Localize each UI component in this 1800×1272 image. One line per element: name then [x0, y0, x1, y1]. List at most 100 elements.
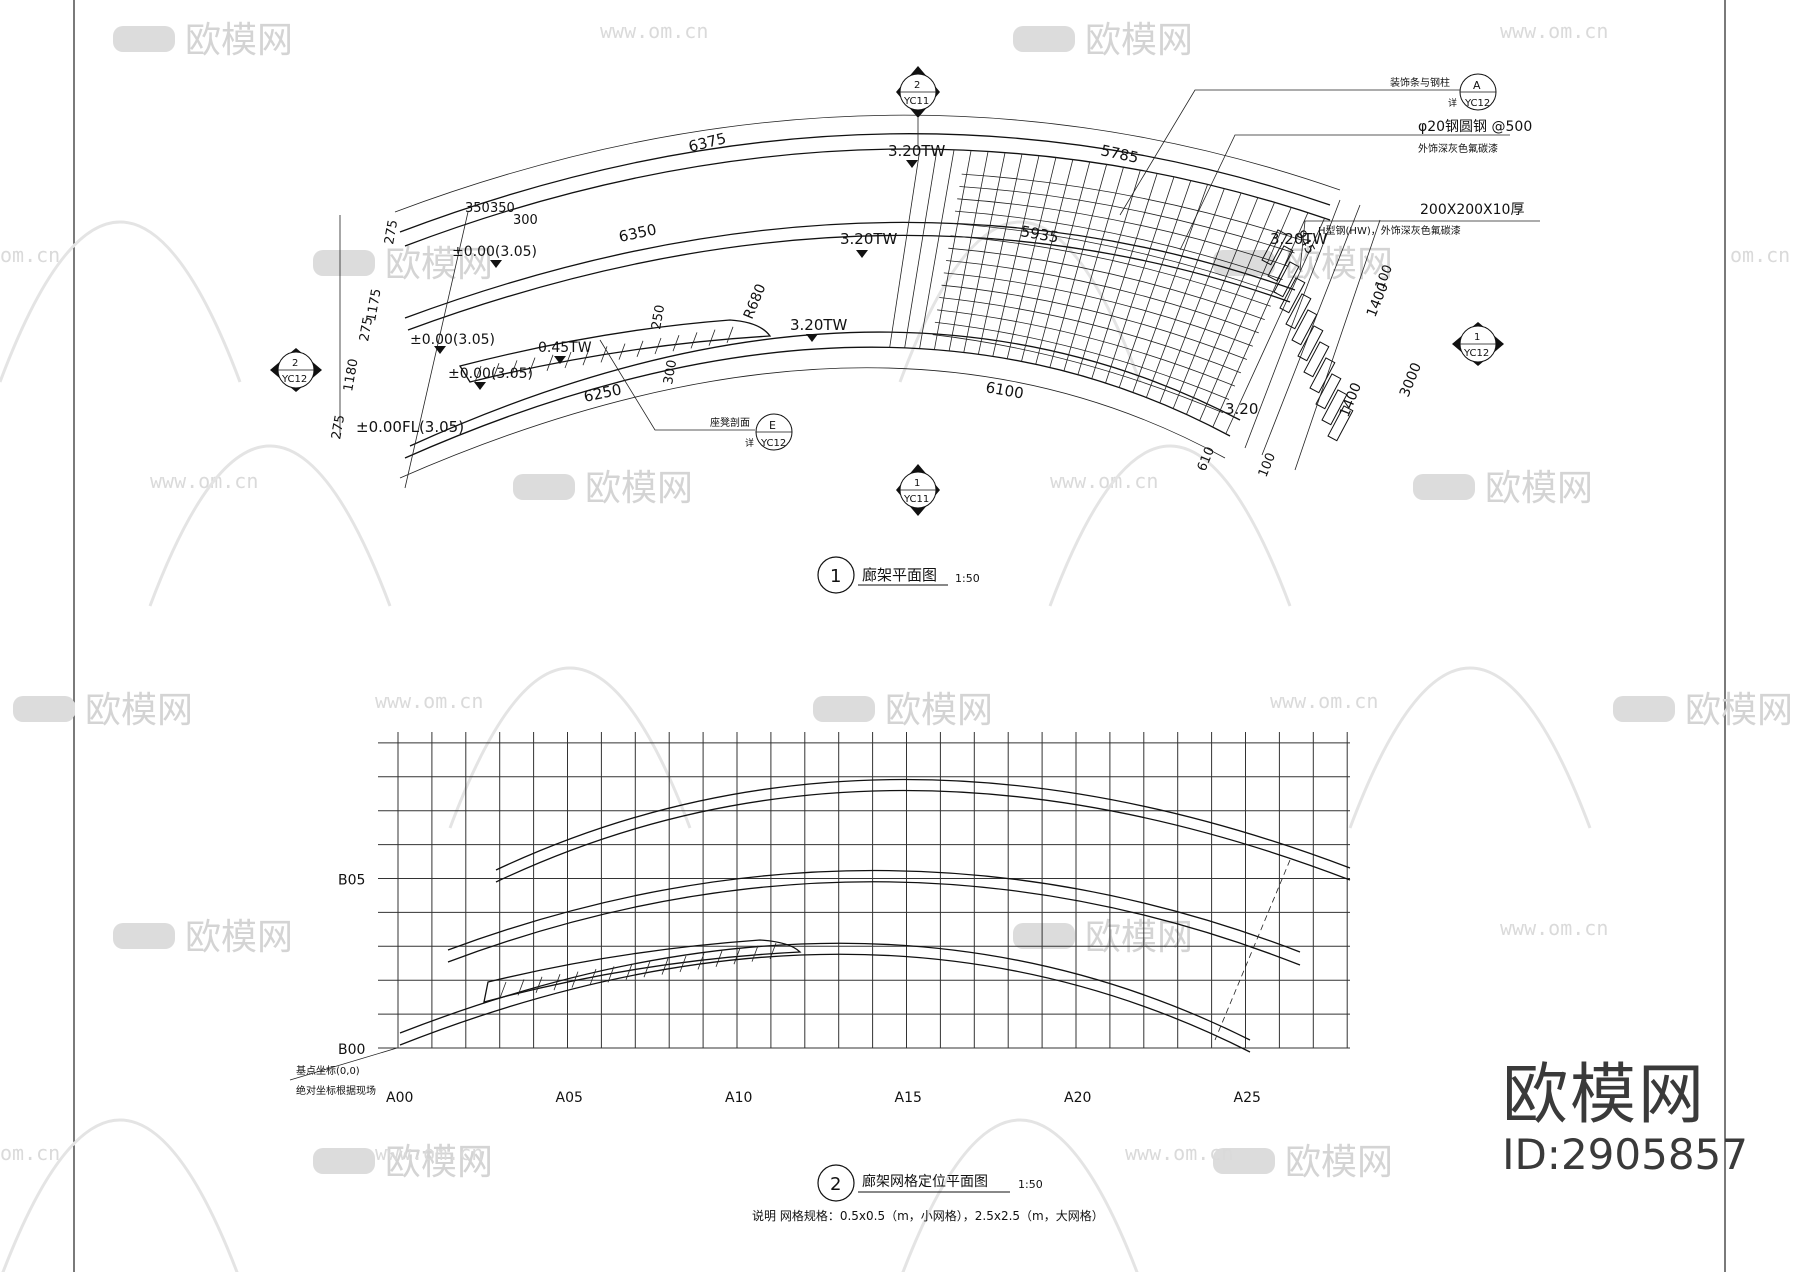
plan1-dim-arc-bottom: [399, 367, 1226, 479]
section-mark-top-sheet: YC11: [903, 96, 929, 107]
elev-tw-3: 3.20TW: [790, 316, 848, 334]
plan1-outer-beam-b: [404, 148, 1331, 247]
elev-tw-1: 3.20TW: [888, 142, 946, 160]
plan1-end-post: [1273, 261, 1300, 298]
plan2-x-label: A05: [556, 1090, 583, 1106]
plan1-slat: [1049, 164, 1108, 368]
plan1-mid-beam-b: [407, 234, 1291, 331]
plan1-purlin: [946, 260, 1259, 334]
dim-bottom-2: 6100: [984, 378, 1025, 402]
dim-top-small-3: 300: [513, 213, 538, 228]
bench-hatch-line: [492, 363, 500, 380]
plan1-purlin: [948, 247, 1265, 320]
bench-hatch-line: [769, 942, 777, 960]
plan1-slat: [904, 149, 938, 348]
plan1-end-post: [1297, 325, 1324, 362]
bench-hatch-line: [690, 332, 698, 349]
watermark-url-text: www.om.cn: [375, 689, 483, 713]
plan2-x-label: A10: [725, 1090, 752, 1106]
bench-hatch-line: [589, 968, 597, 986]
watermark-sofa-icon: [1613, 696, 1675, 722]
plan1-slat: [1186, 202, 1275, 415]
plan2-end-dash: [1214, 859, 1291, 1041]
plan2-title-num: 2: [830, 1174, 841, 1195]
plan1-slat: [1077, 170, 1141, 375]
plan1-purlin: [957, 198, 1289, 267]
bench-hatch-line: [582, 349, 590, 366]
plan1-purlin: [934, 321, 1230, 400]
plan1-end-post: [1327, 405, 1354, 442]
callout-e-sheet: YC12: [760, 438, 786, 449]
plan1-purlin: [952, 223, 1277, 294]
watermark-url-partial: om.cn: [0, 243, 60, 267]
plan1-purlin: [932, 334, 1224, 414]
plan2-x-label: A25: [1234, 1090, 1261, 1106]
bench-hatch-line: [625, 963, 633, 980]
plan1-end-line-a: [1244, 199, 1341, 449]
callout-e-leader: [599, 339, 755, 431]
bench-hatch-line: [751, 945, 759, 962]
plan1-end-post: [1279, 277, 1306, 314]
plan1-end-post: [1285, 293, 1312, 330]
bench-hatch-line: [708, 329, 716, 346]
dim-top-4: 5935: [1019, 222, 1060, 246]
plan1-slat: [889, 148, 921, 348]
section-mark-right-sheet: YC12: [1463, 348, 1489, 359]
plan1-slat: [1118, 180, 1192, 388]
callout-e-text: 座凳剖面: [710, 416, 750, 429]
elev-left-5: 0.45TW: [538, 340, 592, 356]
plan1-slat: [919, 149, 955, 349]
watermark-url-text: www.om.cn: [1050, 469, 1158, 493]
elev-tw-4: 3.20TW: [1270, 230, 1328, 248]
callout-rebar-note: 外饰深灰色氟碳漆: [1418, 142, 1498, 155]
bench-hatch-line: [697, 953, 705, 970]
watermark-sofa-icon: [313, 250, 375, 276]
watermark-url-text: www.om.cn: [1500, 916, 1608, 940]
watermark-sofa-icon: [1413, 474, 1475, 500]
watermark-brand-text: 欧模网: [85, 690, 193, 731]
plan1-slat: [963, 152, 1006, 353]
elev-left-3: ±0.00(3.05): [448, 366, 533, 382]
bench-hatch-line: [654, 337, 662, 355]
bench-hatch-line: [726, 326, 734, 343]
plan1-slat: [1063, 167, 1124, 372]
plan2-grid: [378, 732, 1350, 1049]
elev-left-1: ±0.00(3.05): [452, 244, 537, 260]
plan2-bench-hatch: [499, 942, 777, 999]
watermark-sofa-icon: [813, 696, 875, 722]
watermark-arc: [1348, 666, 1592, 829]
watermark-arc: [148, 444, 392, 607]
section-mark-left: 2 YC12: [270, 348, 322, 392]
plan1-inner-beam-a: [409, 331, 1241, 447]
callout-a-text: 装饰条与钢柱: [1390, 76, 1450, 89]
watermark-sofa-icon: [113, 923, 175, 949]
elev-marker-2: [856, 250, 868, 258]
dim-misc-r680: R680: [741, 282, 769, 322]
plan1-end-post: [1267, 245, 1294, 282]
plan1-title-num: 1: [830, 566, 841, 587]
watermark-sofa-icon: [1213, 1148, 1275, 1174]
bench-hatch-line: [517, 979, 525, 996]
section-mark-top-num: 2: [914, 80, 920, 91]
section-mark-top: 2 YC11: [896, 66, 940, 118]
plan1-purlin: [959, 186, 1295, 254]
bench-hatch-line: [661, 958, 669, 975]
plan1-end-line-c: [1294, 219, 1381, 471]
watermark-brand-text: 欧模网: [185, 917, 293, 958]
elev-marker-5: [434, 346, 446, 354]
callout-hbeam: 200X200X10厚: [1420, 202, 1524, 218]
plan2-bench: [483, 939, 802, 1003]
plan2-origin-note-2: 绝对坐标根据现场: [296, 1084, 376, 1097]
plan1-scale: 1:50: [955, 572, 980, 585]
bench-hatch-line: [535, 976, 543, 993]
plan1-end-post: [1309, 357, 1336, 394]
watermark-sofa-icon: [13, 696, 75, 722]
bench-hatch-line: [672, 335, 680, 352]
watermark-logo-id: ID:2905857: [1502, 1130, 1748, 1179]
plan1-title: 廊架平面图: [862, 566, 937, 584]
callout-hbeam-leader: [1299, 220, 1540, 271]
watermark-arc: [0, 220, 242, 383]
watermark-brand-text: 欧模网: [585, 468, 693, 509]
